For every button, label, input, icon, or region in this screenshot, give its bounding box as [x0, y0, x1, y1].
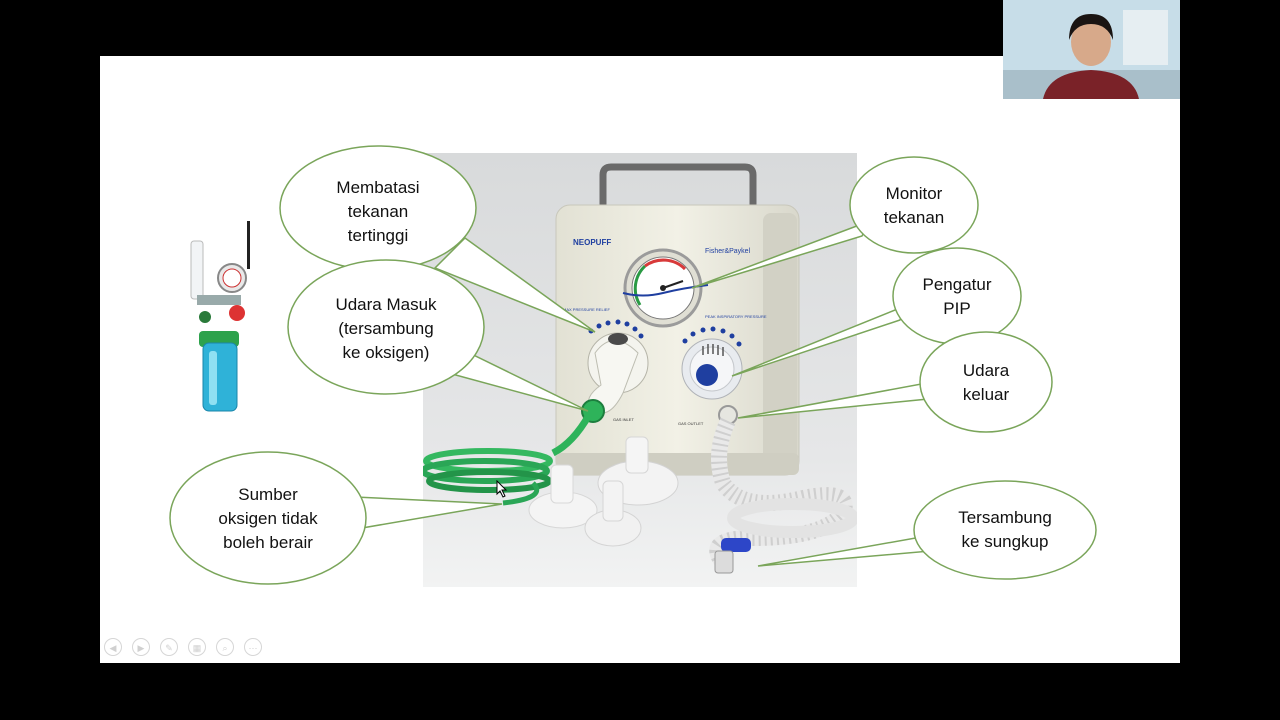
callout-udara-masuk-text: Udara Masuk (tersambung ke oksigen) [335, 295, 437, 362]
callout-membatasi-tail [433, 237, 596, 333]
maker-label: Fisher&Paykel [705, 248, 751, 255]
knob-right-label: PEAK INSPIRATORY PRESSURE [705, 314, 767, 319]
more-options-icon[interactable]: ⋯ [244, 638, 262, 656]
callout-udara-masuk-bubble [287, 259, 485, 395]
knob-left-label: MAX PRESSURE RELIEF [563, 307, 610, 312]
callout-layer [169, 145, 1097, 585]
zoom-icon[interactable]: ⌕ [216, 638, 234, 656]
callout-membatasi-text: Membatasi tekanan tertinggi [336, 178, 420, 245]
previous-slide-icon[interactable]: ◀ [104, 638, 122, 656]
mouse-cursor-icon [496, 480, 508, 498]
callout-udara-keluar-bubble [919, 331, 1053, 433]
oxygen-flowmeter-image [190, 221, 250, 412]
callout-udara-keluar-tail [737, 379, 945, 419]
callout-tersambung-sungkup-tail [757, 533, 943, 567]
callout-pengatur-pip-text: Pengatur PIP [922, 275, 992, 318]
presenter-webcam [1003, 0, 1180, 99]
next-slide-icon[interactable]: ▶ [132, 638, 150, 656]
callout-udara-keluar-text: Udara keluar [962, 361, 1010, 404]
port-right-label: GAS OUTLET [678, 421, 704, 426]
callout-monitor-tekanan-bubble [849, 156, 979, 254]
callout-pengatur-pip-tail [731, 304, 907, 377]
slideshow-toolbar: ◀ ▶ ✎ ▦ ⌕ ⋯ [104, 638, 262, 658]
pen-icon[interactable]: ✎ [160, 638, 178, 656]
callout-tersambung-sungkup-text: Tersambung ke sungkup [958, 508, 1052, 551]
presenter-video-image [1003, 0, 1180, 99]
callout-sumber-oksigen-text: Sumber oksigen tidak boleh berair [218, 485, 318, 552]
callout-monitor-tekanan-text: Monitor tekanan [883, 184, 945, 227]
presentation-slide: NEOPUFF Fisher&Paykel MAX PRESSURE RELIE… [100, 56, 1180, 663]
callout-sumber-oksigen-bubble [169, 451, 367, 585]
brand-label: NEOPUFF [573, 238, 611, 247]
port-left-label: GAS INLET [613, 417, 634, 422]
callout-monitor-tekanan-tail [691, 219, 872, 289]
slides-grid-icon[interactable]: ▦ [188, 638, 206, 656]
callout-sumber-oksigen-tail [354, 496, 503, 529]
callout-tersambung-sungkup-bubble [913, 480, 1097, 580]
